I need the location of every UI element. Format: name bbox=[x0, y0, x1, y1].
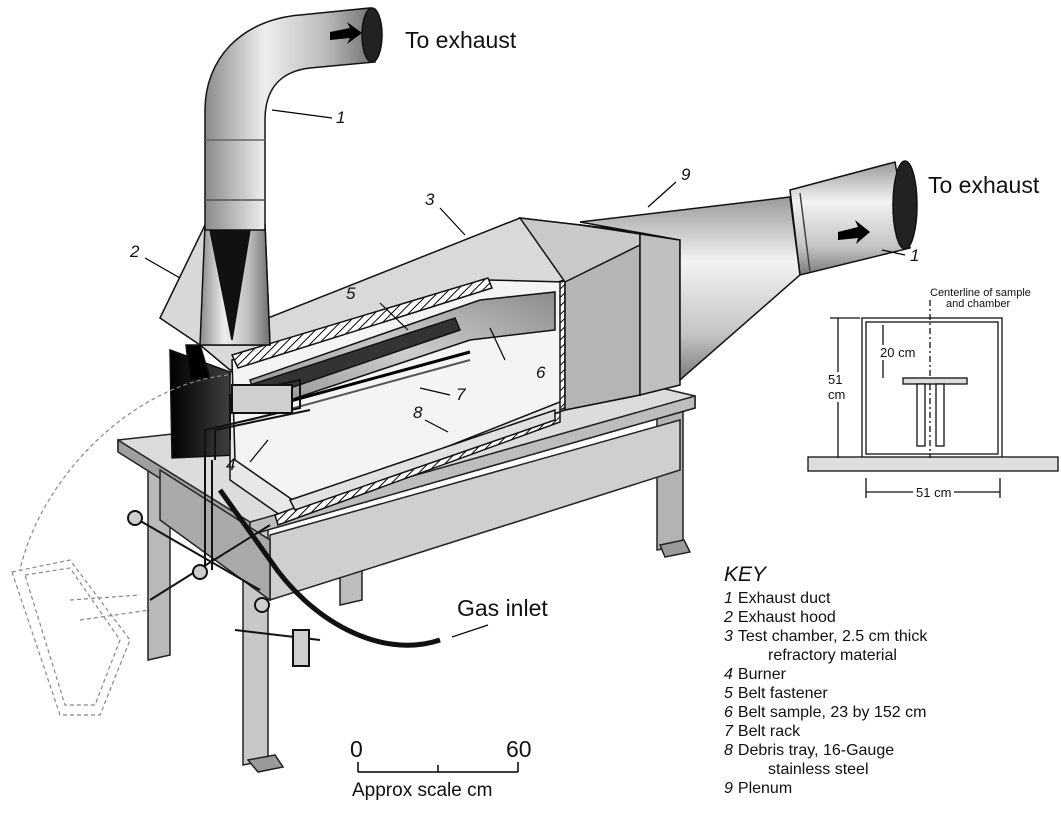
callout-1-top: 1 bbox=[336, 108, 346, 127]
flow-arrows bbox=[330, 22, 870, 244]
scale-sixty-label: 60 bbox=[506, 736, 532, 762]
callout-2: 2 bbox=[130, 242, 140, 261]
leader-lines bbox=[144, 109, 906, 638]
test-chamber bbox=[169, 217, 681, 526]
key-item-3-cont: refractory material bbox=[768, 647, 897, 664]
scale-caption: Approx scale cm bbox=[352, 780, 493, 801]
callout-5: 5 bbox=[346, 284, 356, 303]
plenum-and-right-duct bbox=[579, 160, 918, 382]
inset-cross-section bbox=[807, 300, 1059, 498]
callout-3: 3 bbox=[425, 190, 435, 209]
burner bbox=[204, 378, 441, 648]
callout-7: 7 bbox=[456, 385, 466, 404]
callout-6: 6 bbox=[536, 363, 546, 382]
callout-1-right: 1 bbox=[910, 246, 920, 265]
gas-inlet-label: Gas inlet bbox=[457, 595, 548, 621]
top-exhaust-label: To exhaust bbox=[405, 27, 517, 53]
inset-dim-20cm: 20 cm bbox=[880, 345, 916, 360]
callout-4: 4 bbox=[226, 455, 236, 474]
scale-bar bbox=[357, 762, 519, 773]
inset-dim-51-width: 51 cm bbox=[913, 485, 955, 500]
scale-zero-label: 0 bbox=[350, 736, 363, 762]
burner-stand bbox=[127, 510, 321, 667]
callout-9: 9 bbox=[681, 165, 691, 184]
hood-and-top-duct bbox=[159, 7, 383, 381]
swing-out-outline bbox=[11, 374, 229, 716]
right-exhaust-label: To exhaust bbox=[928, 172, 1040, 198]
inset-dim-51: 51 bbox=[828, 372, 843, 387]
inset-centerline-label: Centerline of sample bbox=[930, 287, 1031, 299]
callout-8: 8 bbox=[413, 403, 423, 422]
inset-dim-51-unit: cm bbox=[828, 387, 846, 402]
key-item-8-cont: stainless steel bbox=[768, 761, 869, 778]
key-title: KEY bbox=[724, 563, 767, 586]
inset-centerline-label-2: and chamber bbox=[946, 298, 1011, 310]
